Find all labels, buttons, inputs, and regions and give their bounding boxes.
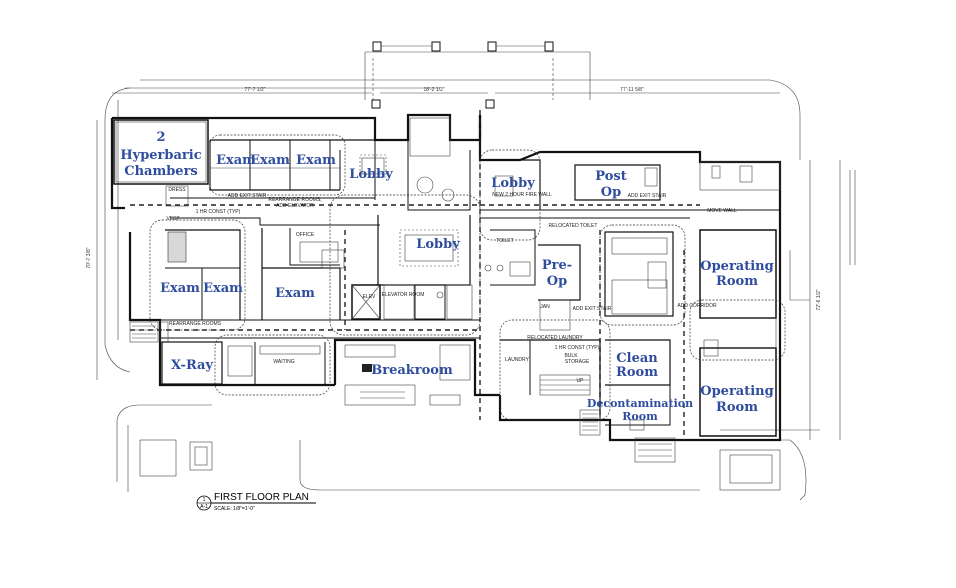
room-label-operating-1-room: Room xyxy=(716,274,758,289)
note-1hr-const-2: 1 HR CONST (TYP) xyxy=(555,345,600,351)
elevator-core xyxy=(351,284,473,320)
note-up: UP xyxy=(577,378,585,384)
room-label-clean-room: Room xyxy=(616,365,658,380)
site-outline xyxy=(104,79,856,501)
drawing-title-block xyxy=(196,495,316,511)
entry-canopy xyxy=(364,41,591,109)
note-add-exit-stair-1: ADD EXIT STAIR xyxy=(228,193,267,199)
room-label-breakroom: Breakroom xyxy=(371,363,453,378)
note-toilet: TOILET xyxy=(496,238,513,244)
room-label-chambers: Chambers xyxy=(124,164,198,179)
room-label-pre-op: Op xyxy=(547,274,567,289)
dimension-top-right: 77'-11 5/8" xyxy=(620,87,644,93)
room-label-exam-3: Exam xyxy=(296,153,336,168)
operating-rooms xyxy=(699,229,777,437)
note-office: OFFICE xyxy=(296,232,315,238)
note-bulk-storage: STORAGE xyxy=(565,359,590,365)
dimension-right: 72'-6 1/2" xyxy=(816,289,822,310)
room-label-operating-2: Operating xyxy=(700,384,773,399)
drawing-title: FIRST FLOOR PLAN xyxy=(214,492,309,503)
room-label-post-op: Op xyxy=(601,185,621,200)
drawing-scale: SCALE: 1/8"=1'-0" xyxy=(214,506,255,512)
note-relocated-toilet: RELOCATED TOILET xyxy=(549,223,598,229)
room-label-exam-left-1: Exam xyxy=(160,281,200,296)
center-rooms xyxy=(261,228,345,320)
note-add-corridor: ADD CORRIDOR xyxy=(677,303,717,309)
room-label-post: Post xyxy=(595,169,626,184)
note-laundry: LAUNDRY xyxy=(505,357,529,363)
room-label-decontamination-room: Room xyxy=(622,410,658,423)
site-features xyxy=(116,404,781,492)
room-label-exam-left-2: Exam xyxy=(203,281,243,296)
revision-clouds xyxy=(149,134,786,421)
clean-room xyxy=(605,339,671,431)
note-rearrange-rooms-2: REARRANGE ROOMS xyxy=(169,321,222,327)
note-bulk: BULK xyxy=(564,353,578,359)
room-label-xray: X-Ray xyxy=(171,358,214,373)
note-add-exit-stair-3: ADD EXIT STAIR xyxy=(628,193,667,199)
room-label-lobby-right: Lobby xyxy=(491,176,535,191)
laundry-storage xyxy=(500,339,601,436)
note-dress: DRESS xyxy=(168,187,186,193)
interior-walls-top xyxy=(209,117,471,211)
note-elevator-room: ELEVATOR ROOM xyxy=(382,292,425,298)
dimension-top-left: 77'-7 1/2" xyxy=(244,87,265,93)
room-label-operating-2-room: Room xyxy=(716,400,758,415)
note-add-elevator: ADD ELEVATOR xyxy=(276,203,314,209)
dimension-lines xyxy=(96,92,811,440)
room-label-lobby-center: Lobby xyxy=(416,237,460,252)
room-label-pre: Pre- xyxy=(542,258,572,273)
sheet-number: A-1 xyxy=(200,504,208,510)
pre-op-room xyxy=(538,244,581,331)
room-label-hyperbaric: Hyperbaric xyxy=(120,148,201,163)
note-new-2hr-fire-wall: NEW 2 HOUR FIRE WALL xyxy=(492,192,552,198)
room-label-exam-2: Exam xyxy=(250,153,290,168)
dimension-top-mid: 18'-2 1/2" xyxy=(423,87,444,93)
room-label-clean: Clean xyxy=(616,351,658,366)
note-elev: ELEV xyxy=(363,294,376,300)
post-op-room xyxy=(574,161,781,201)
room-label-lobby-top: Lobby xyxy=(349,167,393,182)
note-relocated-laundry: RELOCATED LAUNDRY xyxy=(527,335,583,341)
detail-number: 1 xyxy=(203,497,206,503)
note-add-exit-stair-2: ADD EXIT STAIR xyxy=(573,306,612,312)
note-1hr-const: 1 HR CONST (TYP) xyxy=(196,209,241,215)
note-move-wall: MOVE WALL xyxy=(707,208,737,214)
room-label-exam-center: Exam xyxy=(275,286,315,301)
hyperbaric-room xyxy=(113,119,209,207)
note-vest: VEST xyxy=(166,216,179,222)
corridor-walls xyxy=(130,197,780,339)
mid-right-rooms xyxy=(604,231,674,317)
dimension-left: 70'-7 3/8" xyxy=(86,247,92,268)
note-waiting: WAITING xyxy=(273,359,294,365)
room-label-exam-1: Exam xyxy=(216,153,256,168)
room-label-hyperbaric-count: 2 xyxy=(156,130,165,145)
exterior-walls xyxy=(110,113,782,442)
room-label-operating-1: Operating xyxy=(700,259,773,274)
note-jan: JAN xyxy=(540,304,550,310)
lower-rooms xyxy=(161,341,471,406)
room-label-decontamination: Decontamination xyxy=(587,397,693,410)
note-rearrange-rooms: REARRANGE ROOMS, xyxy=(268,197,321,203)
